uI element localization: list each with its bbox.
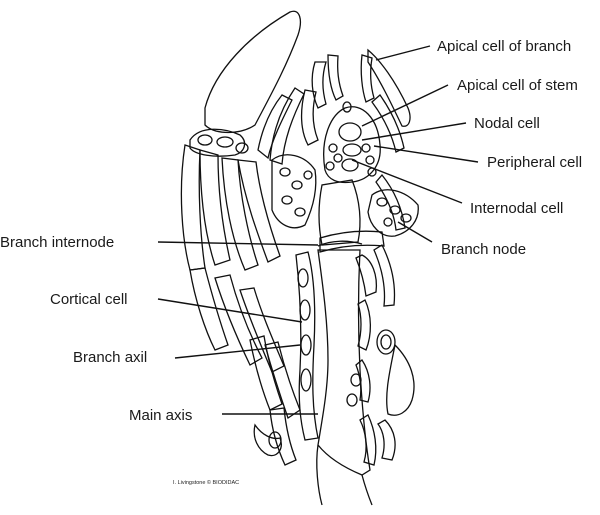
leader-peripheral <box>373 145 479 163</box>
label-cortical-cell: Cortical cell <box>50 291 128 308</box>
branch-internode-cell <box>319 230 385 253</box>
cluster-cell-2 <box>291 180 303 190</box>
cortical-cell-2 <box>299 299 311 321</box>
internode-joint <box>317 240 363 247</box>
cortical-cell-3 <box>300 334 312 356</box>
leader-branch-node <box>397 221 433 243</box>
labels: Apical cell of branch Apical cell of ste… <box>0 38 582 486</box>
apex-branch-tip <box>367 48 411 127</box>
label-branch-internode: Branch internode <box>0 234 114 251</box>
oval-structure-outer <box>376 329 396 355</box>
left-branchlet-2 <box>199 149 231 266</box>
cortical-cell-4 <box>300 368 312 392</box>
cortical-strip-left <box>295 251 319 441</box>
lower-left-cell-6 <box>269 407 297 466</box>
cluster-cell-5 <box>303 170 313 180</box>
right-node-cell-3 <box>400 213 412 223</box>
main-axis-internode <box>317 249 371 476</box>
left-branch-node <box>189 128 246 157</box>
peripheral-cell-1 <box>328 143 338 153</box>
node-cell-c <box>235 142 249 154</box>
node-cell-a <box>197 134 213 146</box>
cluster-cell-1 <box>279 167 291 177</box>
peripheral-cell-2 <box>333 153 343 163</box>
label-peripheral-cell: Peripheral cell <box>487 154 582 171</box>
right-outer-cell-4 <box>359 414 377 466</box>
label-branch-axil: Branch axil <box>73 349 147 366</box>
label-nodal-cell: Nodal cell <box>474 115 540 132</box>
right-outer-cell-2 <box>386 343 415 416</box>
apex-leaf-left-1 <box>300 89 319 146</box>
lower-small-cell-2 <box>346 393 358 407</box>
peripheral-cell-5 <box>325 161 335 171</box>
label-branch-node: Branch node <box>441 241 526 258</box>
lower-left-cell-1 <box>189 267 229 351</box>
cell-drawing <box>180 10 419 506</box>
lower-small-cell-1 <box>350 373 362 387</box>
apical-cell-stem <box>338 122 362 142</box>
leader-branch-axil <box>174 344 301 359</box>
leader-branch-internode <box>157 241 319 246</box>
lower-small-cell-3 <box>268 431 282 449</box>
label-internodal-cell: Internodal cell <box>470 200 563 217</box>
leader-lines <box>157 45 479 415</box>
main-axis-base <box>316 444 373 506</box>
left-branchlet-1 <box>180 144 206 271</box>
right-node-cell-1 <box>376 197 388 207</box>
upper-internodal-cell <box>318 179 361 246</box>
right-node-cluster <box>367 189 419 237</box>
leader-apical-stem <box>361 84 449 127</box>
left-branchlet-5 <box>257 94 293 160</box>
left-branchlet-6 <box>269 87 305 165</box>
oval-structure-inner <box>380 334 392 350</box>
left-branchlet-4 <box>237 159 281 263</box>
left-node-cluster <box>271 154 317 229</box>
right-cell-2 <box>357 299 372 351</box>
apex-leaf-right-2 <box>371 94 405 153</box>
lower-left-cell-5 <box>264 341 301 420</box>
right-outer-cell-3 <box>377 419 396 461</box>
leader-nodal <box>361 122 467 141</box>
cluster-cell-3 <box>281 195 293 205</box>
right-cell-1 <box>355 254 378 297</box>
leader-apical-branch <box>375 45 431 61</box>
small-cell-c <box>342 101 352 113</box>
peripheral-cell-3 <box>361 143 371 153</box>
internodal-cell <box>341 158 359 172</box>
leader-cortical <box>157 298 303 323</box>
peripheral-cell-4 <box>365 155 375 165</box>
apex-leaf-left-2 <box>311 61 327 109</box>
nodal-cell <box>342 143 362 157</box>
apex-dome <box>323 106 381 184</box>
right-outer-cell-1 <box>373 244 396 307</box>
right-node-cell-2 <box>389 205 401 215</box>
right-node-cell-4 <box>383 217 393 227</box>
right-cell-3 <box>355 359 371 403</box>
cluster-cell-4 <box>294 207 306 217</box>
left-branch-outline <box>204 10 301 134</box>
lower-left-cell-3 <box>239 287 285 373</box>
apex-leaf-left-3 <box>327 54 344 101</box>
leader-internodal <box>351 159 463 204</box>
apex-leaf-right-3 <box>375 173 406 231</box>
credit-text: I. Livingstone © BIODIDAC <box>173 479 239 486</box>
left-branchlet-3 <box>221 157 259 271</box>
label-main-axis: Main axis <box>129 407 192 424</box>
label-apical-cell-stem: Apical cell of stem <box>457 77 578 94</box>
node-cell-b <box>216 136 234 148</box>
lower-left-cell-7 <box>253 423 282 457</box>
label-apical-cell-branch: Apical cell of branch <box>437 38 571 55</box>
cortical-cell-1 <box>297 268 309 288</box>
